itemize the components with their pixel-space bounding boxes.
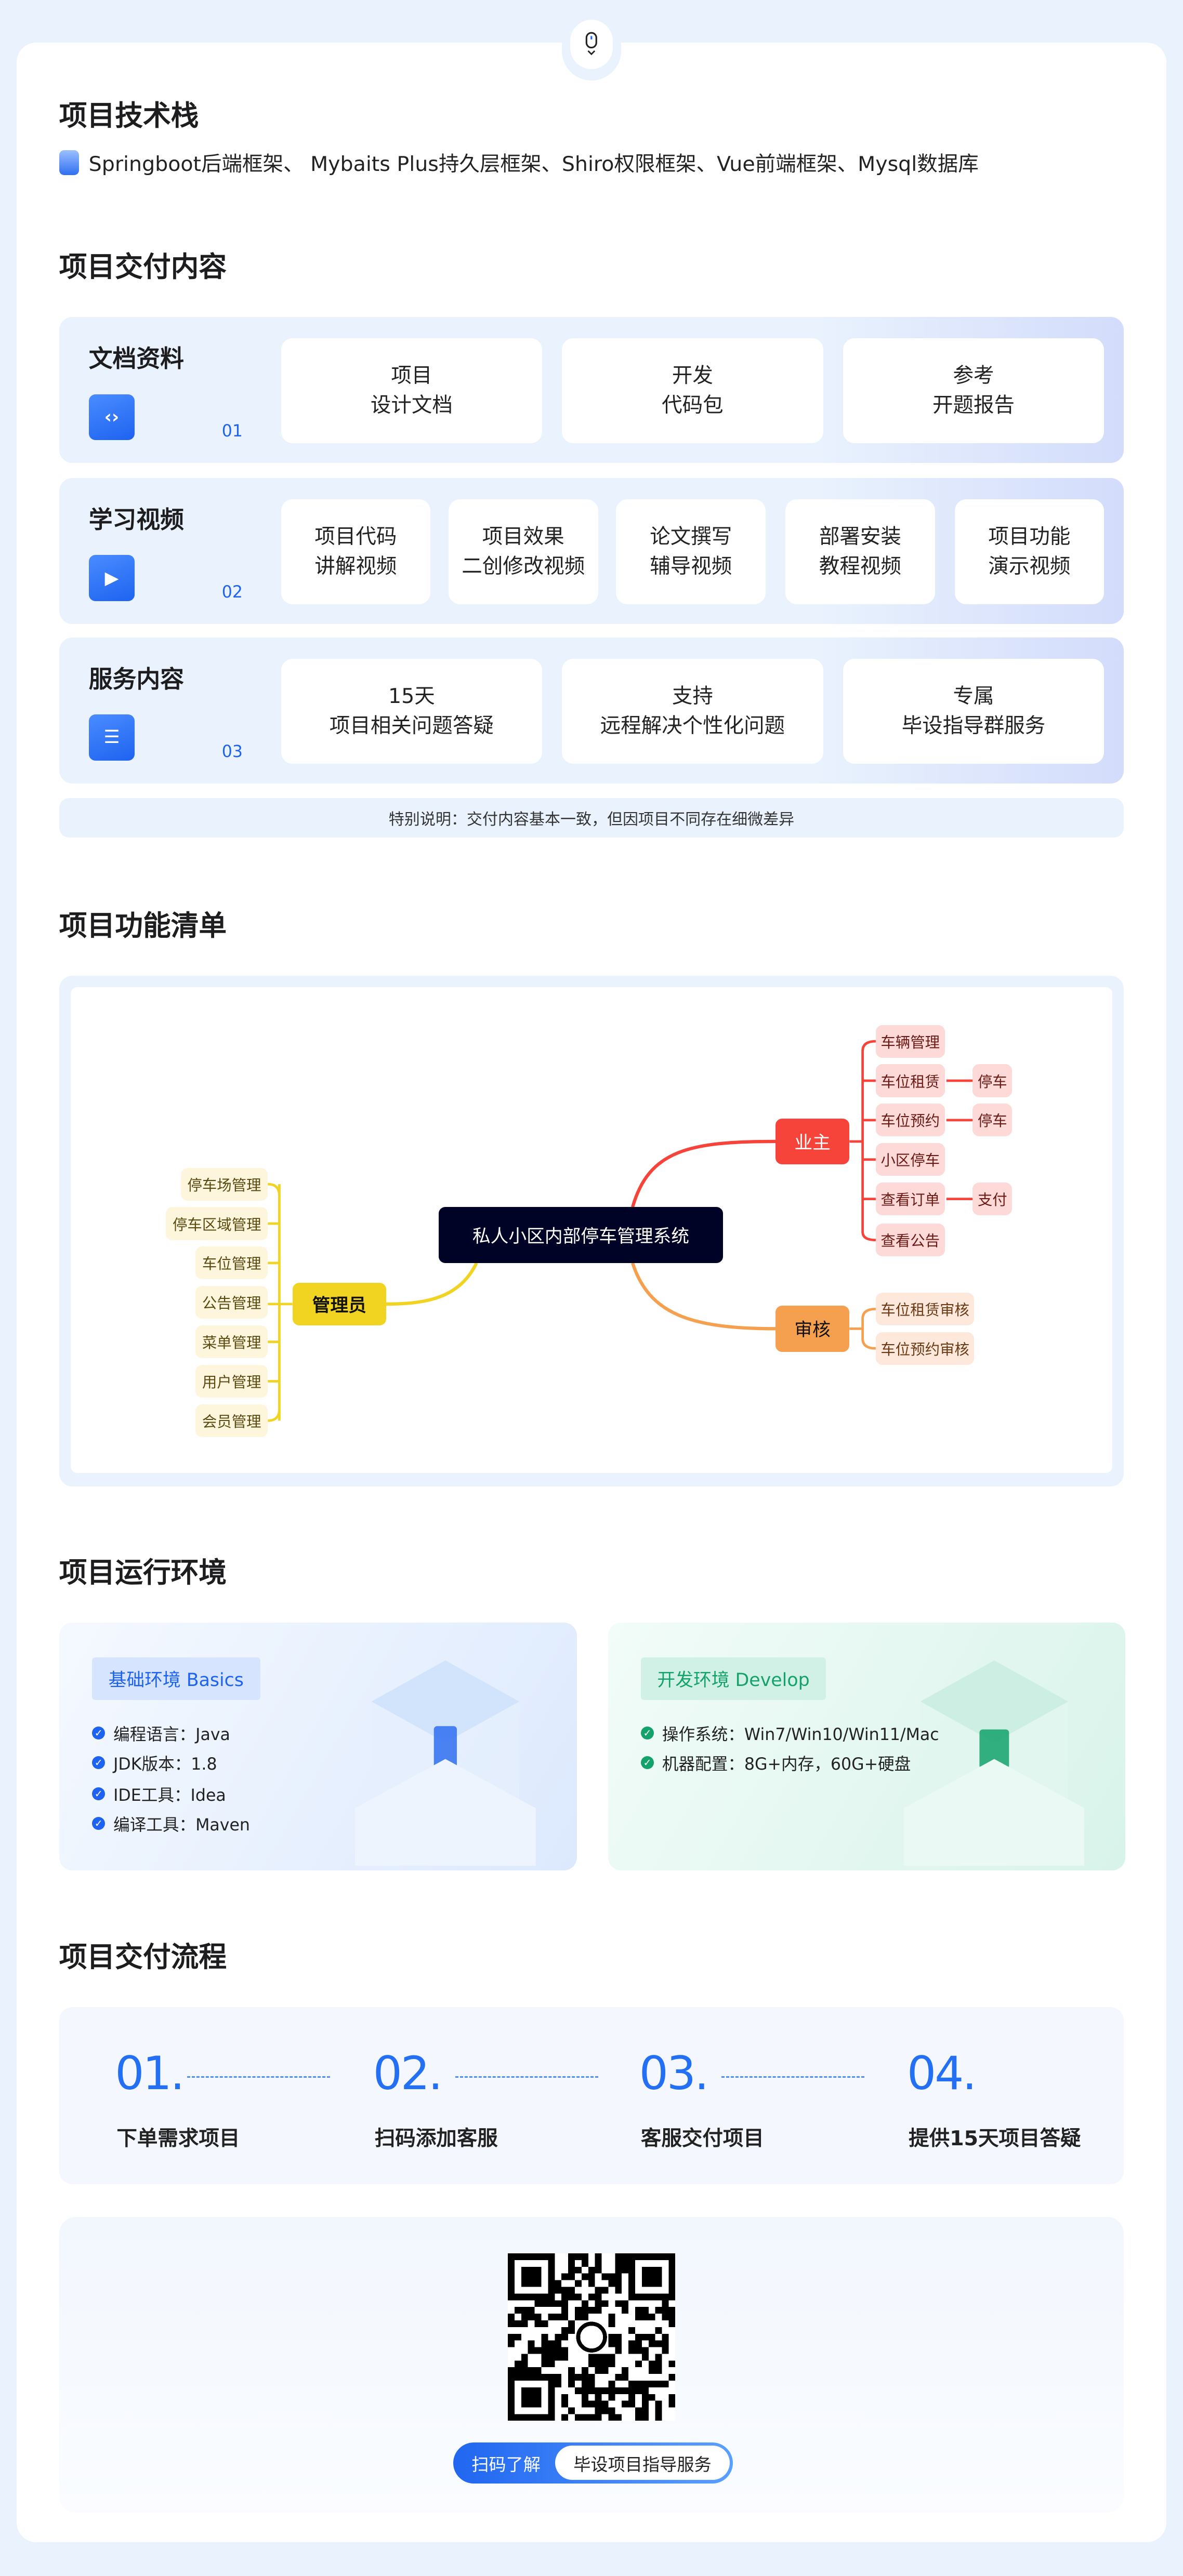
owner-leaf: 车位预约	[875, 1104, 945, 1137]
delivery-item: 15天项目相关问题答疑	[281, 658, 543, 764]
row-label: 学习视频	[88, 506, 184, 534]
env-basics-tag: 基础环境 Basics	[92, 1657, 260, 1700]
admin-leaf: 会员管理	[195, 1404, 268, 1437]
admin-leaf: 菜单管理	[195, 1325, 268, 1359]
env-basics-item: ✓IDE工具：Idea	[92, 1782, 226, 1806]
mindmap-owner: 业主	[775, 1118, 850, 1165]
qr-cta[interactable]: 扫码了解 毕设项目指导服务	[453, 2442, 733, 2484]
check-icon: ✓	[92, 1817, 106, 1830]
row-number: 02	[221, 583, 243, 602]
delivery-item: 部署安装教程视频	[785, 499, 935, 605]
delivery-title: 项目交付内容	[59, 250, 227, 283]
qr-code	[507, 2253, 676, 2421]
tech-stack-title: 项目技术栈	[59, 99, 199, 132]
step-label: 客服交付项目	[640, 2127, 764, 2151]
delivery-row-videos: 学习视频 ▶ 02 项目代码讲解视频 项目效果二创修改视频 论文撰写辅导视频 部…	[59, 477, 1124, 625]
mindmap-audit: 审核	[775, 1306, 850, 1352]
step-number: 04.	[906, 2046, 977, 2100]
check-icon: ✓	[640, 1727, 654, 1740]
owner-subleaf: 支付	[972, 1182, 1013, 1216]
check-icon: ✓	[92, 1756, 106, 1770]
step-number: 02.	[373, 2046, 443, 2100]
admin-leaf: 车位管理	[195, 1246, 268, 1280]
env-basics-item: ✓编译工具：Maven	[92, 1812, 250, 1836]
cube-illustration-icon	[354, 1652, 536, 1866]
scroll-mouse-icon	[570, 19, 613, 69]
check-icon: ✓	[92, 1727, 106, 1740]
row-label: 文档资料	[88, 344, 184, 373]
delivery-note: 特别说明：交付内容基本一致，但因项目不同存在细微差异	[59, 798, 1124, 838]
delivery-item: 项目代码讲解视频	[281, 499, 431, 605]
mindmap-admin: 管理员	[292, 1282, 386, 1325]
step-label: 下单需求项目	[116, 2127, 240, 2151]
mindmap-root: 私人小区内部停车管理系统	[439, 1207, 723, 1263]
step-number: 01.	[115, 2046, 185, 2100]
process-panel: 01. 下单需求项目 02. 扫码添加客服 03. 客服交付项目 04. 提供1…	[59, 2007, 1124, 2185]
admin-leaf: 停车区域管理	[166, 1207, 268, 1240]
delivery-item: 项目效果二创修改视频	[448, 499, 598, 605]
audit-leaf: 车位租赁审核	[875, 1292, 975, 1325]
step-connector	[187, 2076, 331, 2078]
step-number: 03.	[639, 2046, 709, 2100]
delivery-row-docs: 文档资料 ‹› 01 项目设计文档 开发代码包 参考开题报告	[59, 317, 1124, 463]
env-develop-card: 开发环境 Develop ✓操作系统：Win7/Win10/Win11/Mac …	[608, 1623, 1126, 1871]
step-connector	[455, 2076, 598, 2078]
check-icon: ✓	[92, 1787, 106, 1801]
env-develop-item: ✓机器配置：8G+内存，60G+硬盘	[640, 1751, 911, 1775]
code-folder-icon: ‹›	[88, 394, 135, 441]
owner-leaf: 小区停车	[875, 1143, 945, 1176]
env-basics-item: ✓编程语言：Java	[92, 1721, 230, 1745]
cube-illustration-icon	[903, 1652, 1085, 1866]
admin-leaf: 用户管理	[195, 1364, 268, 1398]
env-basics-item: ✓JDK版本：1.8	[92, 1751, 217, 1775]
delivery-item: 论文撰写辅导视频	[616, 499, 766, 605]
features-title: 项目功能清单	[59, 909, 227, 942]
env-title: 项目运行环境	[59, 1556, 227, 1589]
owner-leaf: 查看公告	[875, 1224, 945, 1257]
server-icon	[59, 150, 79, 175]
env-develop-tag: 开发环境 Develop	[640, 1657, 826, 1700]
qr-cta-left: 扫码了解	[471, 2454, 541, 2475]
tech-stack-items: Springboot后端框架、 Mybaits Plus持久层框架、Shiro权…	[88, 152, 979, 177]
owner-subleaf: 停车	[972, 1104, 1013, 1137]
process-title: 项目交付流程	[59, 1940, 227, 1973]
env-basics-card: 基础环境 Basics ✓编程语言：Java ✓JDK版本：1.8 ✓IDE工具…	[59, 1623, 577, 1871]
owner-leaf: 车辆管理	[875, 1025, 945, 1058]
owner-subleaf: 停车	[972, 1064, 1013, 1097]
row-label: 服务内容	[88, 665, 184, 693]
delivery-item: 项目功能演示视频	[954, 499, 1105, 605]
tech-stack-line: Springboot后端框架、 Mybaits Plus持久层框架、Shiro权…	[59, 148, 979, 177]
step-connector	[721, 2076, 864, 2078]
check-icon: ✓	[640, 1756, 654, 1770]
audit-leaf: 车位预约审核	[875, 1332, 975, 1365]
delivery-item: 开发代码包	[562, 338, 823, 444]
delivery-item: 项目设计文档	[281, 338, 543, 444]
delivery-item: 专属毕设指导群服务	[843, 658, 1105, 764]
delivery-item: 参考开题报告	[843, 338, 1105, 444]
video-play-icon: ▶	[88, 555, 135, 601]
admin-leaf: 公告管理	[195, 1286, 268, 1319]
row-number: 03	[221, 742, 243, 761]
env-develop-item: ✓操作系统：Win7/Win10/Win11/Mac	[640, 1721, 939, 1745]
delivery-item: 支持远程解决个性化问题	[562, 658, 823, 764]
row-number: 01	[221, 422, 243, 441]
admin-leaf: 停车场管理	[180, 1167, 268, 1201]
owner-leaf: 查看订单	[875, 1182, 945, 1216]
step-label: 提供15天项目答疑	[909, 2127, 1081, 2151]
owner-leaf: 车位租赁	[875, 1064, 945, 1097]
service-list-icon: ☰	[88, 714, 135, 761]
delivery-row-services: 服务内容 ☰ 03 15天项目相关问题答疑 支持远程解决个性化问题 专属毕设指导…	[59, 637, 1124, 784]
qr-cta-right: 毕设项目指导服务	[555, 2445, 730, 2480]
step-label: 扫码添加客服	[374, 2127, 498, 2151]
